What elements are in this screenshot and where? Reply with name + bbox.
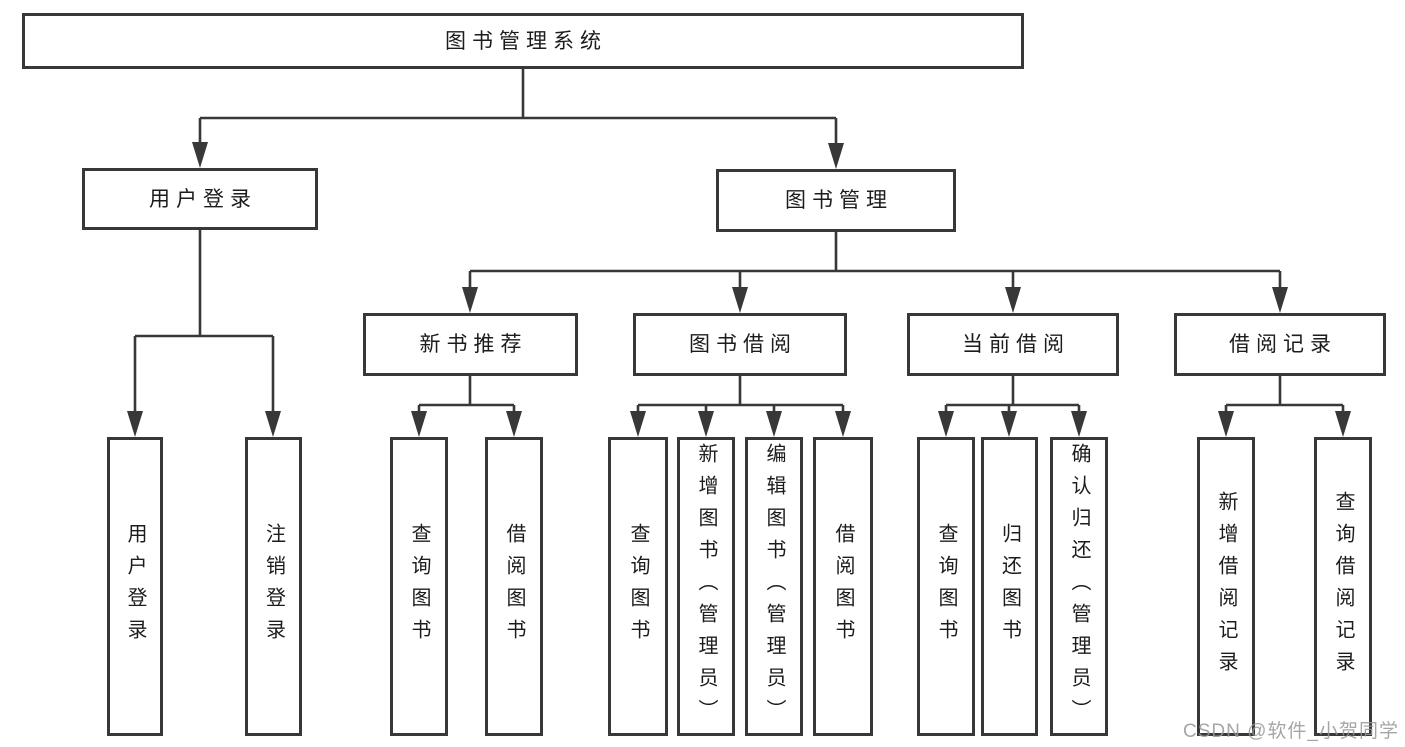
connector-current-borrow — [938, 376, 1087, 437]
node-leaf-query-borrow-record-label: 查询借阅记录 — [1332, 490, 1354, 683]
connector-book-borrow — [630, 376, 851, 437]
node-user-login-label: 用户登录 — [149, 187, 257, 211]
node-leaf-borrow-book: 借阅图书 — [813, 437, 873, 736]
node-leaf-query-book-borrow-label: 查询图书 — [627, 522, 649, 651]
connector-user-login — [127, 230, 281, 437]
node-leaf-user-login: 用户登录 — [107, 437, 163, 736]
node-leaf-edit-book-admin-label: 编辑图书（管理员） — [763, 442, 785, 731]
node-leaf-return-book: 归还图书 — [981, 437, 1038, 736]
node-borrow-records-label: 借阅记录 — [1229, 333, 1337, 356]
node-new-book-recommend-label: 新书推荐 — [419, 333, 528, 356]
node-leaf-confirm-return-admin: 确认归还（管理员） — [1050, 437, 1108, 736]
node-leaf-borrow-book-recommend: 借阅图书 — [485, 437, 543, 736]
node-leaf-query-book-current-label: 查询图书 — [935, 522, 957, 651]
node-book-management-label: 图书管理 — [785, 189, 893, 212]
node-borrow-records: 借阅记录 — [1174, 313, 1386, 376]
node-leaf-edit-book-admin: 编辑图书（管理员） — [745, 437, 803, 736]
node-user-login: 用户登录 — [82, 168, 318, 230]
node-leaf-query-book-recommend-label: 查询图书 — [408, 522, 430, 651]
connector-book-management — [462, 232, 1288, 313]
node-leaf-query-book-recommend: 查询图书 — [390, 437, 448, 736]
node-leaf-return-book-label: 归还图书 — [998, 522, 1021, 651]
node-book-borrow-label: 图书借阅 — [689, 333, 797, 356]
connector-root — [192, 69, 844, 169]
node-leaf-logout: 注销登录 — [245, 437, 302, 736]
node-leaf-query-borrow-record: 查询借阅记录 — [1314, 437, 1372, 736]
watermark: CSDN @软件_小贺同学 — [1183, 721, 1399, 742]
node-leaf-add-borrow-record: 新增借阅记录 — [1197, 437, 1255, 736]
connector-new-book-recommend — [411, 376, 522, 437]
connector-borrow-records — [1218, 376, 1351, 437]
node-book-management: 图书管理 — [716, 169, 956, 232]
node-leaf-confirm-return-admin-label: 确认归还（管理员） — [1068, 442, 1090, 731]
node-book-borrow: 图书借阅 — [633, 313, 847, 376]
node-leaf-user-login-label: 用户登录 — [124, 522, 146, 651]
node-root-label: 图书管理系统 — [445, 29, 607, 53]
node-leaf-query-book-borrow: 查询图书 — [608, 437, 668, 736]
node-leaf-borrow-book-label: 借阅图书 — [832, 522, 854, 651]
node-leaf-add-book-admin: 新增图书（管理员） — [677, 437, 735, 736]
node-leaf-add-book-admin-label: 新增图书（管理员） — [695, 442, 717, 731]
node-leaf-borrow-book-recommend-label: 借阅图书 — [503, 522, 525, 651]
node-leaf-add-borrow-record-label: 新增借阅记录 — [1215, 490, 1237, 683]
node-new-book-recommend: 新书推荐 — [363, 313, 578, 376]
node-current-borrow: 当前借阅 — [907, 313, 1119, 376]
node-leaf-logout-label: 注销登录 — [262, 522, 285, 651]
node-leaf-query-book-current: 查询图书 — [917, 437, 975, 736]
node-root: 图书管理系统 — [22, 13, 1024, 69]
node-current-borrow-label: 当前借阅 — [962, 333, 1070, 356]
